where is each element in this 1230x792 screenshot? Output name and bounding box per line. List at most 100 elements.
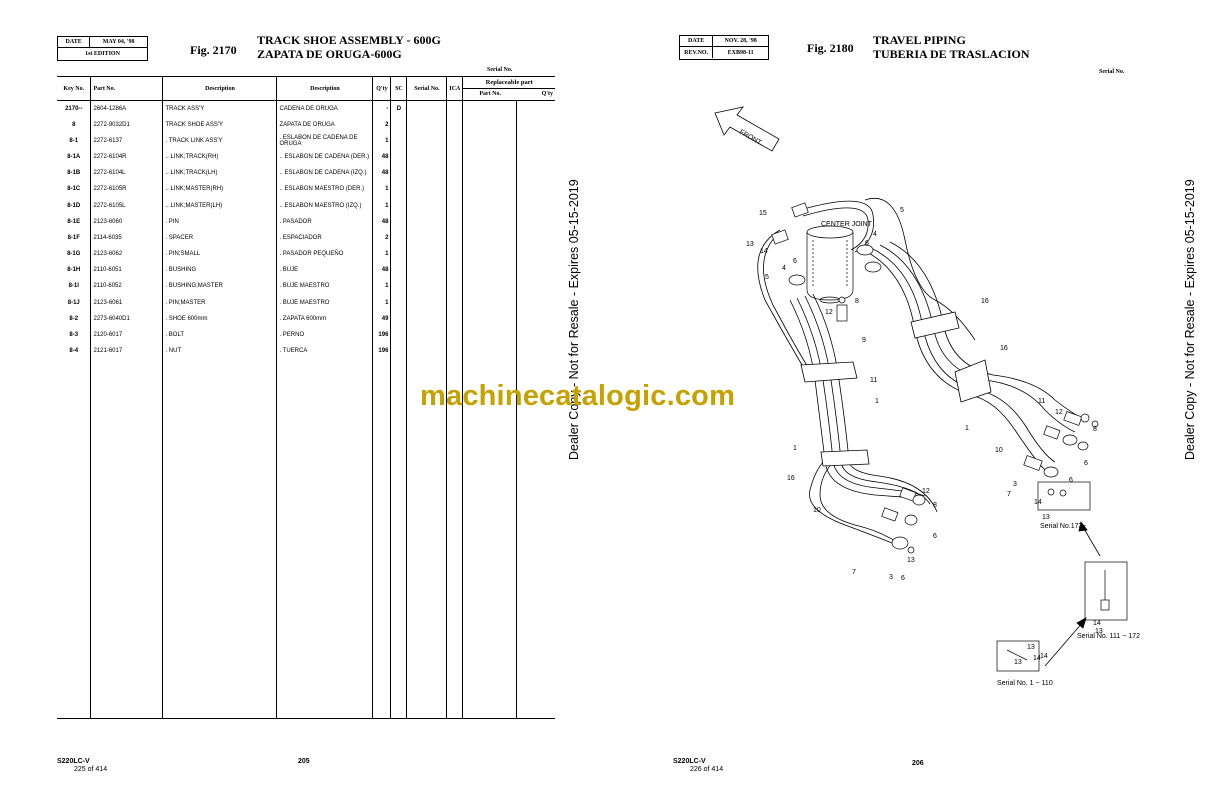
row-qty: 48 [372, 165, 391, 182]
callout-number: 1 [965, 425, 969, 432]
row-description-es: . BUJE MAESTRO [276, 278, 373, 295]
figure-title-spanish: TUBERIA DE TRASLACION [873, 47, 1030, 61]
row-serial-no [406, 294, 447, 311]
row-qty: 1 [372, 132, 391, 150]
row-serial-no [406, 100, 447, 117]
row-serial-no [406, 262, 447, 279]
row-key-no: 8-2 [69, 315, 79, 322]
header-description: Description [162, 76, 277, 101]
row-part-no: 2604-1286A [90, 100, 163, 117]
row-sc [390, 278, 407, 295]
center-joint-label: CENTER JOINT [821, 221, 873, 228]
row-rp-qty [516, 165, 555, 182]
row-qty: 1 [372, 294, 391, 311]
row-sc [390, 230, 407, 247]
dealer-copy-watermark: Dealer Copy - Not for Resale - Expires 0… [1183, 179, 1197, 460]
row-rp-qty [516, 100, 555, 117]
callout-number: 12 [922, 488, 930, 495]
row-serial-no [406, 132, 447, 150]
callout-number: 7 [852, 569, 856, 576]
row-key-no: 2170-- [65, 105, 83, 112]
figure-title-english: TRACK SHOE ASSEMBLY - 600G [257, 33, 441, 47]
row-rp-part-no [462, 213, 517, 230]
row-rp-part-no [462, 230, 517, 247]
row-key-no: 8-1 [69, 137, 79, 144]
row-description: . PIN;MASTER [162, 294, 277, 311]
row-rp-part-no [462, 327, 517, 344]
row-part-no: 2121-6017 [90, 343, 163, 360]
row-sc [390, 213, 407, 230]
row-key-no: 8-1A [67, 153, 81, 160]
row-description-es: CADENA DE ORUGA [276, 100, 373, 117]
header-rp-part-no: Part No. [479, 91, 502, 97]
row-key-no: 8-1J [67, 299, 80, 306]
row-description: . BUSHING [162, 262, 277, 279]
callout-number: 15 [759, 210, 767, 217]
callout-number: 11 [1038, 398, 1045, 405]
callout-number: 12 [825, 309, 833, 316]
left-catalog-page: DATE MAY 04, '98 1st EDITION Fig. 2170 T… [57, 33, 581, 773]
row-rp-part-no [462, 181, 517, 198]
row-ica [446, 278, 463, 295]
row-serial-no [406, 149, 447, 166]
row-part-no: 2272-6104L [90, 165, 163, 182]
date-value: MAY 04, '98 [102, 39, 135, 45]
row-rp-qty [516, 197, 555, 214]
row-sc [390, 197, 407, 214]
model-name: S220LC-V [673, 758, 706, 765]
table-cell [90, 717, 163, 719]
figure-title: TRACK SHOE ASSEMBLY - 600G ZAPATA DE ORU… [257, 33, 441, 61]
table-cell [462, 359, 517, 718]
site-watermark: machinecatalogic.com [420, 380, 736, 412]
callout-number: 13 [746, 241, 754, 248]
row-ica [446, 181, 463, 198]
row-part-no: 2273-6040D1 [90, 310, 163, 328]
row-key-no: 8 [72, 121, 76, 128]
row-description: TRACK SHOE ASS'Y [162, 116, 277, 133]
row-description-es: .. ESLABON MAESTRO (IZQ.) [276, 197, 373, 214]
row-rp-qty [516, 213, 555, 230]
row-rp-part-no [462, 197, 517, 214]
callout-number: 13 [1095, 628, 1103, 635]
row-description-es: . TUERCA [276, 343, 373, 360]
row-key-no: 8-1G [67, 251, 81, 258]
callout-number: 9 [862, 337, 866, 344]
table-cell [406, 717, 447, 719]
table-cell [90, 359, 163, 718]
row-sc [390, 343, 407, 360]
callout-number: 10 [813, 507, 821, 514]
row-sc [390, 246, 407, 263]
callout-number: 16 [1000, 345, 1008, 352]
row-description: . PIN [162, 213, 277, 230]
row-serial-no [406, 246, 447, 263]
row-qty: 196 [372, 343, 391, 360]
row-description: .. LINK;TRACK(LH) [162, 165, 277, 182]
row-description-es: .. ESLABON DE CADENA (IZQ.) [276, 165, 373, 182]
row-rp-qty [516, 262, 555, 279]
table-cell [162, 359, 277, 718]
header-key-no: Key No. [57, 76, 91, 101]
row-description: . BUSHING;MASTER [162, 278, 277, 295]
row-rp-part-no [462, 165, 517, 182]
row-description: . PIN;SMALL [162, 246, 277, 263]
row-rp-part-no [462, 132, 517, 150]
row-ica [446, 262, 463, 279]
table-cell [446, 359, 463, 718]
figure-title: TRAVEL PIPING TUBERIA DE TRASLACION [873, 33, 1030, 61]
table-cell [162, 717, 277, 719]
table-cell [57, 717, 91, 719]
page-count: 225 of 414 [74, 766, 108, 773]
serial-number-label: Serial No. [1099, 69, 1125, 75]
row-serial-no [406, 116, 447, 133]
hose-clamps [800, 311, 992, 467]
row-description-es: . PERNO [276, 327, 373, 344]
callout-number: 13 [907, 557, 915, 564]
